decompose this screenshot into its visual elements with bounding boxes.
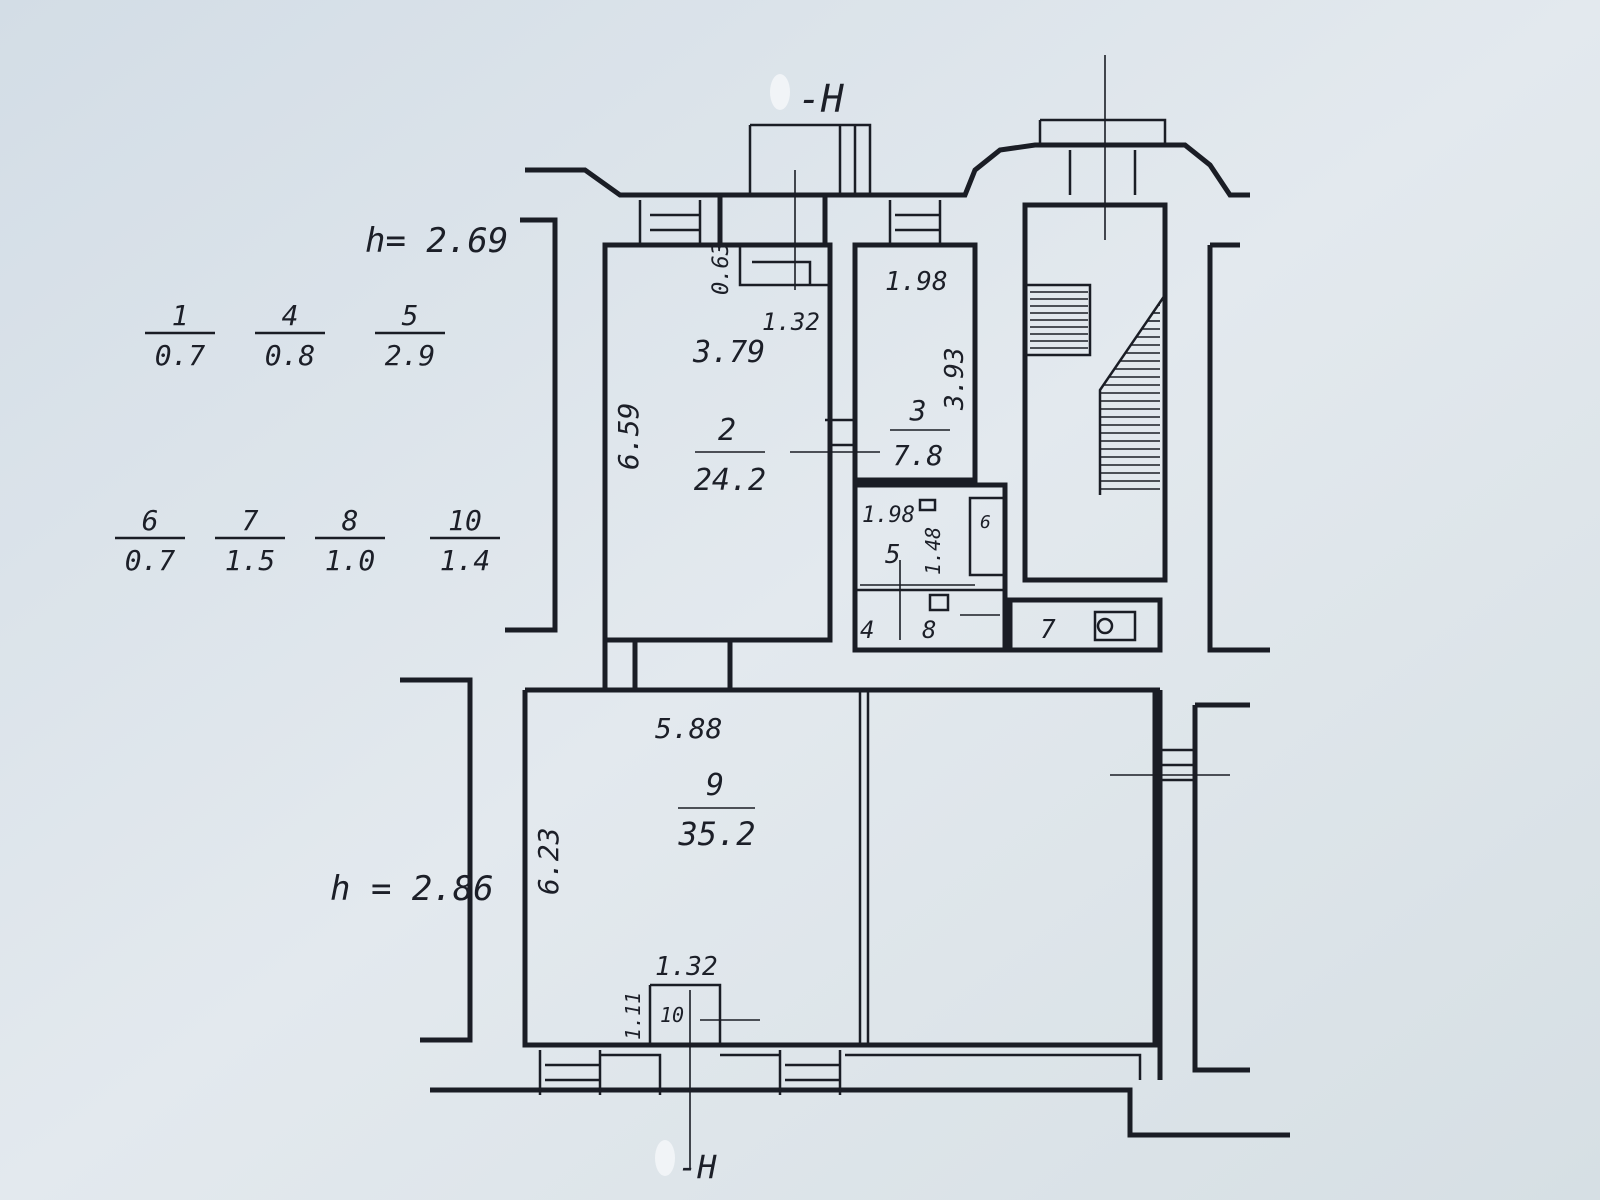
legend-item: 10.7 — [145, 299, 215, 372]
dim-1-98-top: 1.98 — [885, 267, 948, 297]
legend-room-number: 8 — [342, 504, 359, 537]
section-mark-bottom-blur — [655, 1140, 675, 1176]
legend-room-area: 0.7 — [125, 544, 176, 577]
dim-6-59: 6.59 — [612, 403, 645, 470]
legend-room-area: 1.4 — [440, 544, 491, 577]
height-labels: h= 2.69 h = 2.86 — [330, 221, 508, 909]
dim-1-98-bath: 1.98 — [862, 503, 915, 528]
room-9-number: 9 — [706, 768, 724, 803]
dim-1-11: 1.11 — [621, 992, 645, 1040]
bathroom-block — [852, 482, 1163, 653]
legend-item: 81.0 — [315, 504, 385, 577]
legend-room-number: 10 — [448, 504, 482, 537]
room-2-number: 2 — [718, 413, 736, 448]
dim-1-32-bottom: 1.32 — [655, 952, 718, 982]
section-mark-top-blur — [770, 74, 790, 110]
lower-rooms — [430, 687, 1290, 1170]
top-facade — [525, 55, 1250, 290]
legend-item: 60.7 — [115, 504, 185, 577]
section-mark-bottom: -H — [678, 1148, 717, 1186]
legend-item: 71.5 — [215, 504, 285, 577]
legend-room-area: 0.8 — [265, 339, 316, 372]
room-5-number: 5 — [885, 540, 901, 570]
legend-room-number: 7 — [242, 504, 259, 537]
dimension-labels: 0.63 1.32 3.79 6.59 1.98 3.93 1.98 1.48 … — [532, 242, 970, 1040]
room-8-number: 8 — [922, 616, 936, 644]
left-brackets — [400, 217, 558, 1043]
dim-3-79: 3.79 — [692, 335, 765, 370]
height-upper: h= 2.69 — [365, 221, 508, 261]
legend-room-area: 0.7 — [155, 339, 206, 372]
legend-item: 40.8 — [255, 299, 325, 372]
room-3-area: 7.8 — [893, 439, 944, 472]
section-marks: -H -H — [655, 74, 845, 1186]
dim-1-48: 1.48 — [921, 527, 945, 575]
legend-item: 101.4 — [430, 504, 500, 577]
legend-room-area: 1.0 — [325, 544, 376, 577]
legend-room-number: 5 — [402, 299, 419, 332]
legend-room-number: 4 — [282, 299, 299, 332]
upper-rooms — [602, 195, 978, 643]
section-mark-top: -H — [798, 77, 845, 121]
legend-room-number: 6 — [142, 504, 159, 537]
room-9-area: 35.2 — [677, 815, 755, 853]
legend-room-area: 2.9 — [385, 339, 436, 372]
corridor — [602, 640, 1160, 693]
room-2-area: 24.2 — [694, 463, 766, 498]
dim-1-32-top: 1.32 — [762, 308, 820, 336]
dim-0-63: 0.63 — [709, 242, 734, 295]
room-4-number: 4 — [860, 616, 874, 644]
dim-6-23: 6.23 — [532, 828, 565, 895]
room-3-number: 3 — [909, 394, 927, 427]
dim-5-88: 5.88 — [655, 712, 722, 745]
room-7-number: 7 — [1040, 615, 1056, 645]
legend-room-area: 1.5 — [225, 544, 276, 577]
legend-room-number: 1 — [172, 299, 189, 332]
room-labels: 2 24.2 3 7.8 9 35.2 5 4 8 7 10 6 — [660, 394, 1056, 1027]
legend-item: 52.9 — [375, 299, 445, 372]
height-lower: h = 2.86 — [330, 869, 494, 909]
room-10-number: 10 — [660, 1003, 684, 1027]
room-6-number: 6 — [980, 512, 991, 533]
stairwell — [1022, 202, 1270, 653]
dim-3-93: 3.93 — [940, 347, 970, 411]
